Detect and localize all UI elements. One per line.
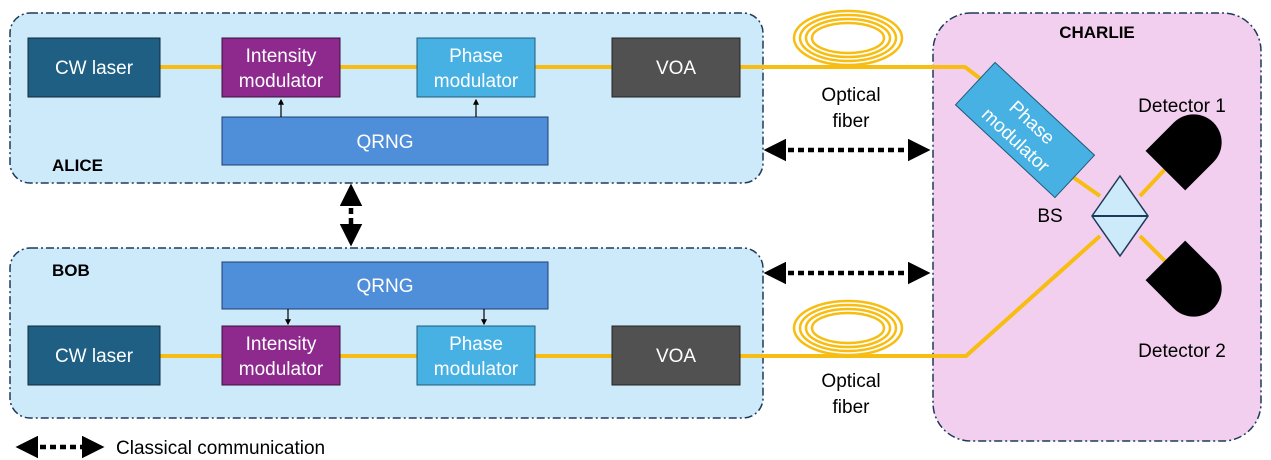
- alice-phase-modulator: [416, 37, 536, 98]
- alice-intensity-modulator: [221, 37, 341, 98]
- bob-cw-laser: [27, 325, 161, 386]
- alice-phase-label-1: Phase: [449, 46, 503, 67]
- charlie-title: CHARLIE: [1059, 23, 1135, 42]
- legend-label: Classical communication: [116, 438, 325, 459]
- detector-1: [1145, 114, 1222, 191]
- bob-qrng-label: QRNG: [357, 276, 414, 297]
- fiber-bottom-label-1: Optical: [821, 371, 880, 392]
- bob-title: BOB: [52, 261, 90, 280]
- bob-panel: [9, 247, 764, 419]
- bob-cw-laser-label: CW laser: [55, 346, 134, 367]
- bob-intensity-label-2: modulator: [239, 359, 324, 380]
- fiber-bottom-label-2: fiber: [833, 397, 871, 418]
- bob-qrng: [221, 261, 549, 310]
- bob-intensity-modulator: [221, 325, 341, 386]
- bob-phase-label-2: modulator: [434, 359, 519, 380]
- fiber-top-label-1: Optical: [821, 85, 880, 106]
- bob-voa: [611, 325, 741, 386]
- alice-voa-label: VOA: [656, 58, 696, 79]
- alice-title: ALICE: [52, 156, 103, 175]
- detector-2-label: Detector 2: [1138, 341, 1226, 362]
- detector-2: [1145, 240, 1222, 317]
- alice-voa: [611, 37, 741, 98]
- bob-intensity-label-1: Intensity: [246, 334, 317, 355]
- fiber-top-label-2: fiber: [833, 111, 871, 132]
- alice-qrng: [221, 116, 549, 166]
- classical-links: [339, 138, 931, 285]
- alice-intensity-label-1: Intensity: [246, 46, 317, 67]
- fiber-coil-top: [792, 9, 904, 67]
- bs-label: BS: [1037, 206, 1062, 227]
- detector-1-label: Detector 1: [1138, 96, 1226, 117]
- alice-qrng-label: QRNG: [357, 132, 414, 153]
- alice-intensity-label-2: modulator: [239, 71, 324, 92]
- fiber-coil-bottom: [792, 299, 904, 357]
- bob-phase-modulator: [416, 325, 536, 386]
- alice-panel: [9, 12, 764, 184]
- bob-phase-label-1: Phase: [449, 334, 503, 355]
- alice-cw-laser: [27, 37, 161, 98]
- beam-splitter: [1091, 174, 1149, 258]
- legend: Classical communication: [15, 435, 325, 459]
- alice-phase-label-2: modulator: [434, 71, 519, 92]
- bob-voa-label: VOA: [656, 346, 696, 367]
- alice-cw-laser-label: CW laser: [55, 58, 134, 79]
